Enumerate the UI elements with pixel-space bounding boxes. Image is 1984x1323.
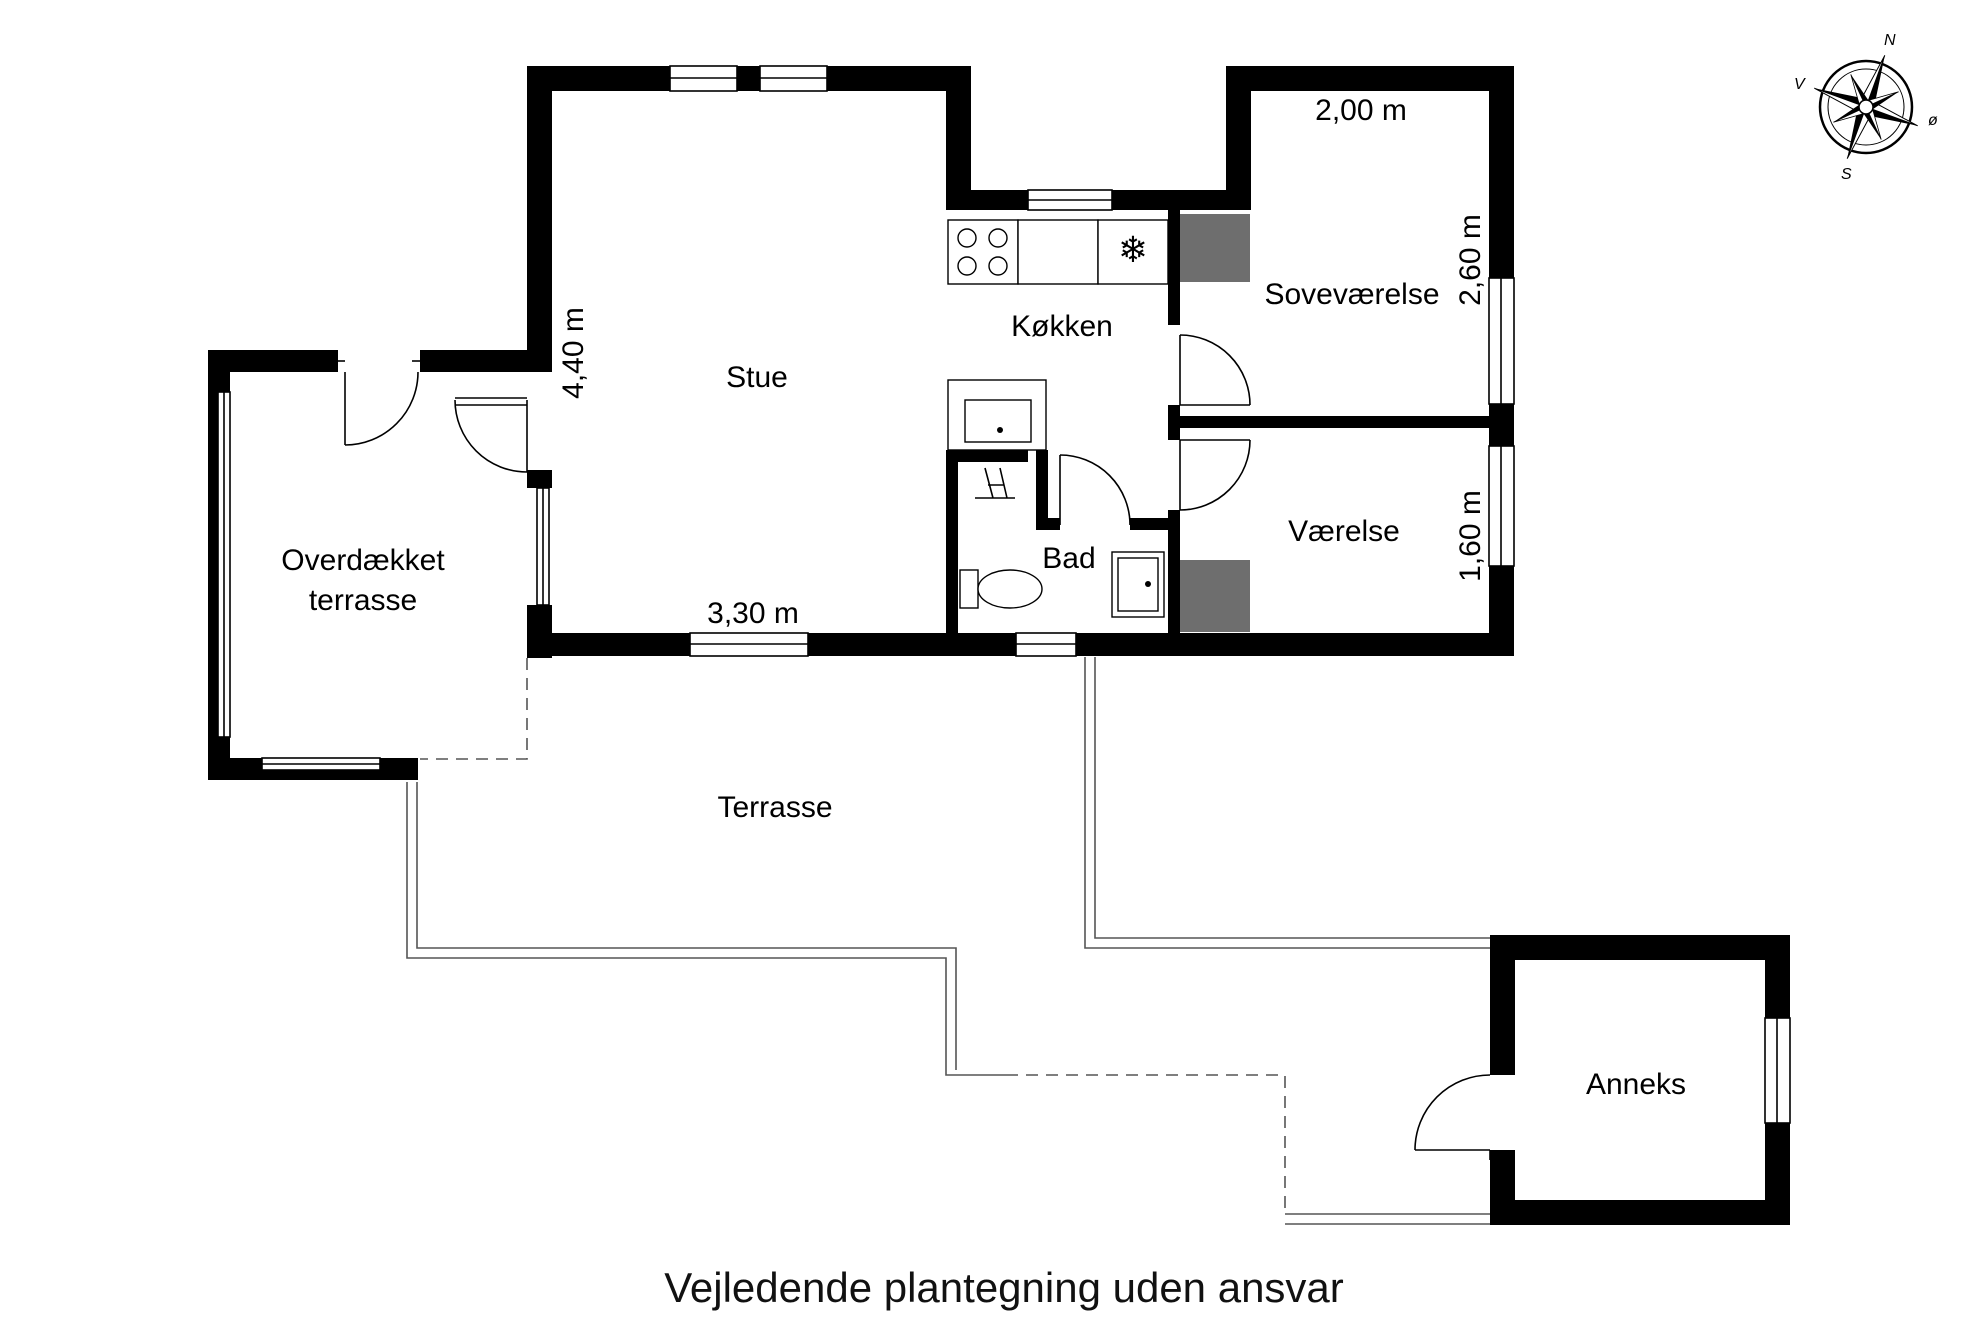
doors xyxy=(454,334,1251,526)
dim-sove-height: 2,60 m xyxy=(1454,214,1487,306)
kitchen-fixtures: ❄ xyxy=(947,219,1169,285)
compass-south: S xyxy=(1841,166,1852,183)
room-label-vaerelse: Værelse xyxy=(1288,515,1400,548)
closet xyxy=(1180,560,1250,632)
compass-north: N xyxy=(1884,32,1896,49)
snowflake-icon: ❄ xyxy=(1118,230,1148,271)
room-label-sovevaerelse: Soveværelse xyxy=(1264,278,1439,311)
toilet xyxy=(959,569,979,609)
room-label-anneks: Anneks xyxy=(1586,1068,1686,1101)
room-label-bad: Bad xyxy=(1042,542,1095,575)
dim-vaerelse-height: 1,60 m xyxy=(1454,490,1487,582)
room-label-koekken: Køkken xyxy=(1011,310,1113,343)
dim-stue-height: 4,40 m xyxy=(557,307,590,399)
room-label-stue: Stue xyxy=(726,361,788,394)
main-house-walls xyxy=(527,65,1515,657)
terrace-outline xyxy=(406,657,1490,1225)
room-label-terrasse: Terrasse xyxy=(717,791,832,824)
closet xyxy=(1180,214,1250,282)
plan-caption: Vejledende plantegning uden ansvar xyxy=(664,1264,1344,1311)
dim-stue-width: 3,30 m xyxy=(707,597,799,630)
fridge xyxy=(1097,219,1169,285)
compass-east: ø xyxy=(1928,112,1938,129)
compass-rose-icon: N ø S V xyxy=(1794,32,1938,183)
room-label-overdaekket-line2: terrasse xyxy=(309,584,417,617)
annex-walls xyxy=(1414,935,1791,1225)
compass-west: V xyxy=(1794,76,1806,93)
bathroom-fixtures xyxy=(947,379,1165,618)
stove xyxy=(947,219,1019,285)
room-label-overdaekket: Overdækket xyxy=(281,544,445,577)
dim-sove-width: 2,00 m xyxy=(1315,94,1407,127)
covered-terrace-walls xyxy=(208,350,552,780)
